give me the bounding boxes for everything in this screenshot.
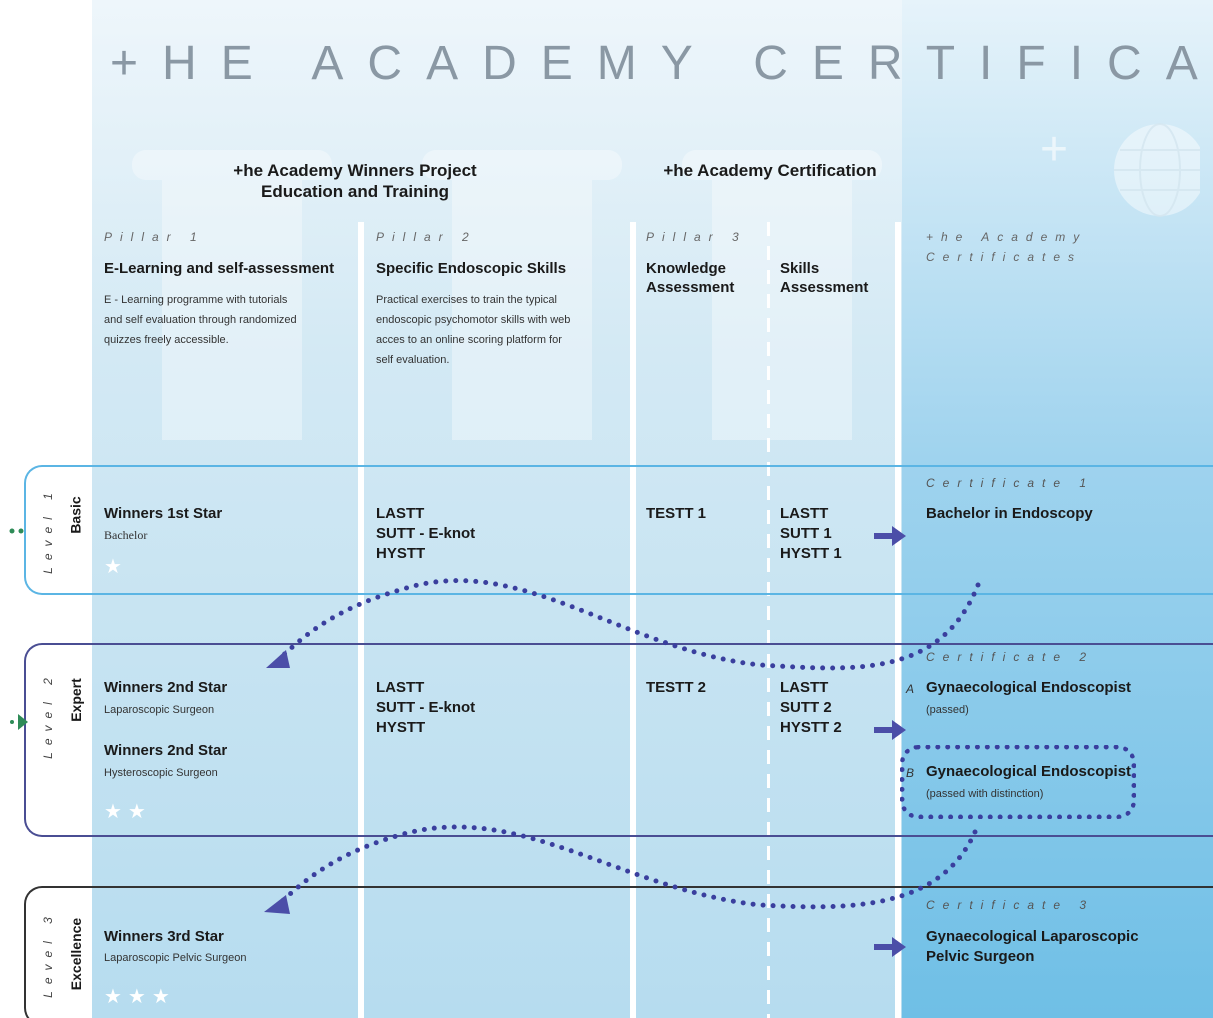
level-2-winners-title-b: Winners 2nd Star xyxy=(104,742,228,759)
level-2-skills-list: LASTT SUTT 2 HYSTT 2 xyxy=(780,678,842,738)
column-decoration xyxy=(132,150,882,440)
pillar-2-heading: Specific Endoscopic Skills xyxy=(376,260,567,277)
level-1-winners-title: Winners 1st Star xyxy=(104,505,223,522)
level-3-winners-title: Winners 3rd Star xyxy=(104,928,224,945)
desc-line: endoscopic psychomotor skills with web xyxy=(376,314,571,326)
level-2-pillar2-list: LASTT SUTT - E-knot HYSTT xyxy=(376,678,475,738)
title-line: Pelvic Surgeon xyxy=(926,948,1035,965)
certificates-header-2: Certificates xyxy=(926,250,1083,264)
pillar-1-tag: Pillar 1 xyxy=(104,230,205,244)
page-title: +HE ACADEMY CERTIFICATE xyxy=(110,37,1213,90)
list-item: HYSTT 1 xyxy=(780,545,842,562)
winners-project-subtitle: Education and Training xyxy=(261,182,449,201)
certificate-2-tag: Certificate 2 xyxy=(926,650,1095,664)
list-item: LASTT xyxy=(780,679,829,696)
level-1-stars: ★ xyxy=(104,556,128,578)
list-item: SUTT - E-knot xyxy=(376,699,476,716)
certificates-divider xyxy=(895,222,901,1018)
list-item: HYSTT xyxy=(376,545,426,562)
svg-text:+: + xyxy=(1040,123,1068,176)
title-line: Gynaecological Laparoscopic xyxy=(926,928,1139,945)
list-item: SUTT 2 xyxy=(780,699,832,716)
list-item: LASTT xyxy=(780,505,829,522)
list-item: LASTT xyxy=(376,505,425,522)
list-item: SUTT - E-knot xyxy=(376,525,476,542)
heading-line: Skills xyxy=(780,260,820,277)
certificate-1-title: Bachelor in Endoscopy xyxy=(926,505,1093,522)
arrow-right-icon xyxy=(874,720,906,740)
globe-logo-icon: + xyxy=(1040,123,1200,217)
level-3-stars: ★★★ xyxy=(104,986,176,1008)
pillar-1-description: E - Learning programme with tutorials an… xyxy=(104,290,354,350)
certificates-header-1: +he Academy xyxy=(926,230,1088,244)
winners-project-heading: +he Academy Winners Project Education an… xyxy=(190,160,520,202)
heading-line: Knowledge xyxy=(646,260,727,277)
pillar-divider xyxy=(358,222,364,1018)
level-1-pillar2-list: LASTT SUTT - E-knot HYSTT xyxy=(376,504,475,564)
level-1-knowledge: TESTT 1 xyxy=(646,505,707,522)
certificate-2b-sub: (passed with distinction) xyxy=(926,788,1044,800)
certificate-2a-title: Gynaecological Endoscopist xyxy=(926,679,1132,696)
knowledge-assessment-heading: Knowledge Assessment xyxy=(646,259,734,297)
skills-assessment-heading: Skills Assessment xyxy=(780,259,868,297)
level-3-band xyxy=(24,886,1213,1018)
level-2-winners-title-a: Winners 2nd Star xyxy=(104,679,228,696)
desc-line: E - Learning programme with tutorials xyxy=(104,294,288,306)
desc-line: and self evaluation through randomized xyxy=(104,314,297,326)
level-2-winners-sub-b: Hysteroscopic Surgeon xyxy=(104,767,218,779)
level-2-knowledge: TESTT 2 xyxy=(646,679,707,696)
pillar-2-description: Practical exercises to train the typical… xyxy=(376,290,626,370)
heading-line: Assessment xyxy=(780,279,869,296)
certificate-2b-title: Gynaecological Endoscopist xyxy=(926,763,1132,780)
pillar-3-tag: Pillar 3 xyxy=(646,230,747,244)
curve-arrowhead-icon xyxy=(264,895,290,914)
desc-line: self evaluation. xyxy=(376,354,450,366)
list-item: HYSTT xyxy=(376,719,426,736)
level-1-skills-list: LASTT SUTT 1 HYSTT 1 xyxy=(780,504,842,564)
desc-line: acces to an online scoring platform for xyxy=(376,334,562,346)
pillar3-dashed-divider xyxy=(767,222,770,1018)
arrow-right-icon xyxy=(874,526,906,546)
desc-line: Practical exercises to train the typical xyxy=(376,294,557,306)
certificate-2a-letter: A xyxy=(906,682,915,696)
green-arrow-icon xyxy=(10,714,28,730)
heading-line: Assessment xyxy=(646,279,735,296)
certificate-3-tag: Certificate 3 xyxy=(926,898,1095,912)
pillar-1-heading: E-Learning and self-assessment xyxy=(104,260,335,277)
certificate-1-tag: Certificate 1 xyxy=(926,476,1095,490)
level-2-band xyxy=(24,643,1213,837)
list-item: LASTT xyxy=(376,679,425,696)
list-item: HYSTT 2 xyxy=(780,719,842,736)
level-1-winners-sub: Bachelor xyxy=(104,528,148,542)
level-2-stars: ★★ xyxy=(104,801,152,823)
curve-arrowhead-icon xyxy=(266,650,290,668)
distinction-highlight xyxy=(900,745,1136,819)
level-2-winners-sub-a: Laparoscopic Surgeon xyxy=(104,704,215,716)
winners-project-title: +he Academy Winners Project xyxy=(233,161,477,180)
green-dots-indicator xyxy=(9,528,24,534)
certificate-3-title: Gynaecological Laparoscopic Pelvic Surge… xyxy=(926,927,1139,967)
level-3-winners-sub: Laparoscopic Pelvic Surgeon xyxy=(104,952,247,964)
certificate-2b-letter: B xyxy=(906,766,915,780)
certification-heading: +he Academy Certification xyxy=(663,161,877,180)
list-item: SUTT 1 xyxy=(780,525,832,542)
level-1-band xyxy=(24,465,1213,595)
arrow-right-icon xyxy=(874,937,906,957)
pillar-2-tag: Pillar 2 xyxy=(376,230,477,244)
certificate-2a-sub: (passed) xyxy=(926,704,969,716)
pillar-divider xyxy=(630,222,636,1018)
desc-line: quizzes freely accessible. xyxy=(104,334,229,346)
